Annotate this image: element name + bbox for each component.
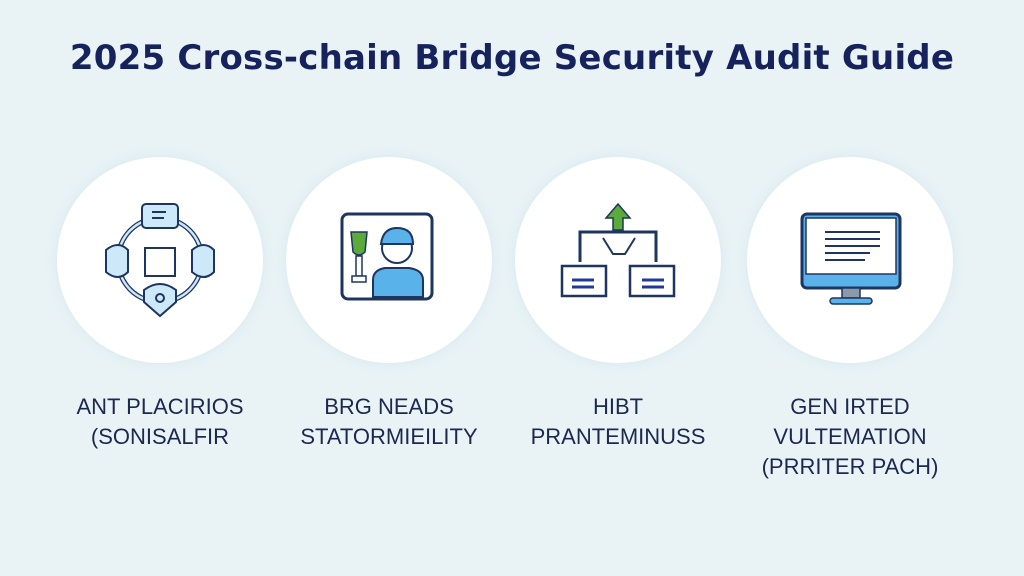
item-label: GEN IRTED VULTEMATION (PRRITER PACH) [730,392,970,482]
card-auditor [286,157,492,363]
label-line: STATORMIEILITY [300,424,478,449]
label-line: PRANTEMINUSS [530,424,706,449]
label-line: (PRRITER PACH) [761,454,939,479]
label-line: BRG NEADS [324,394,454,419]
network-shield-icon [105,203,215,318]
label-line: HIBT [592,394,644,419]
card-network-shield [57,157,263,363]
item-label: HIBT PRANTEMINUSS [498,392,738,452]
page-title: 2025 Cross-chain Bridge Security Audit G… [69,38,955,78]
card-monitor [747,157,953,363]
label-line: ANT PLACIRIOS [76,394,244,419]
auditor-trophy-icon [340,212,434,301]
label-line: (SONISALFIR [90,424,230,449]
card-flow-diagram [515,157,721,363]
item-label: BRG NEADS STATORMIEILITY [269,392,509,452]
item-label: ANT PLACIRIOS (SONISALFIR [40,392,280,452]
monitor-icon [800,212,902,305]
label-line: GEN IRTED [790,394,910,419]
flow-diagram-icon [560,202,676,298]
label-line: VULTEMATION [773,424,927,449]
